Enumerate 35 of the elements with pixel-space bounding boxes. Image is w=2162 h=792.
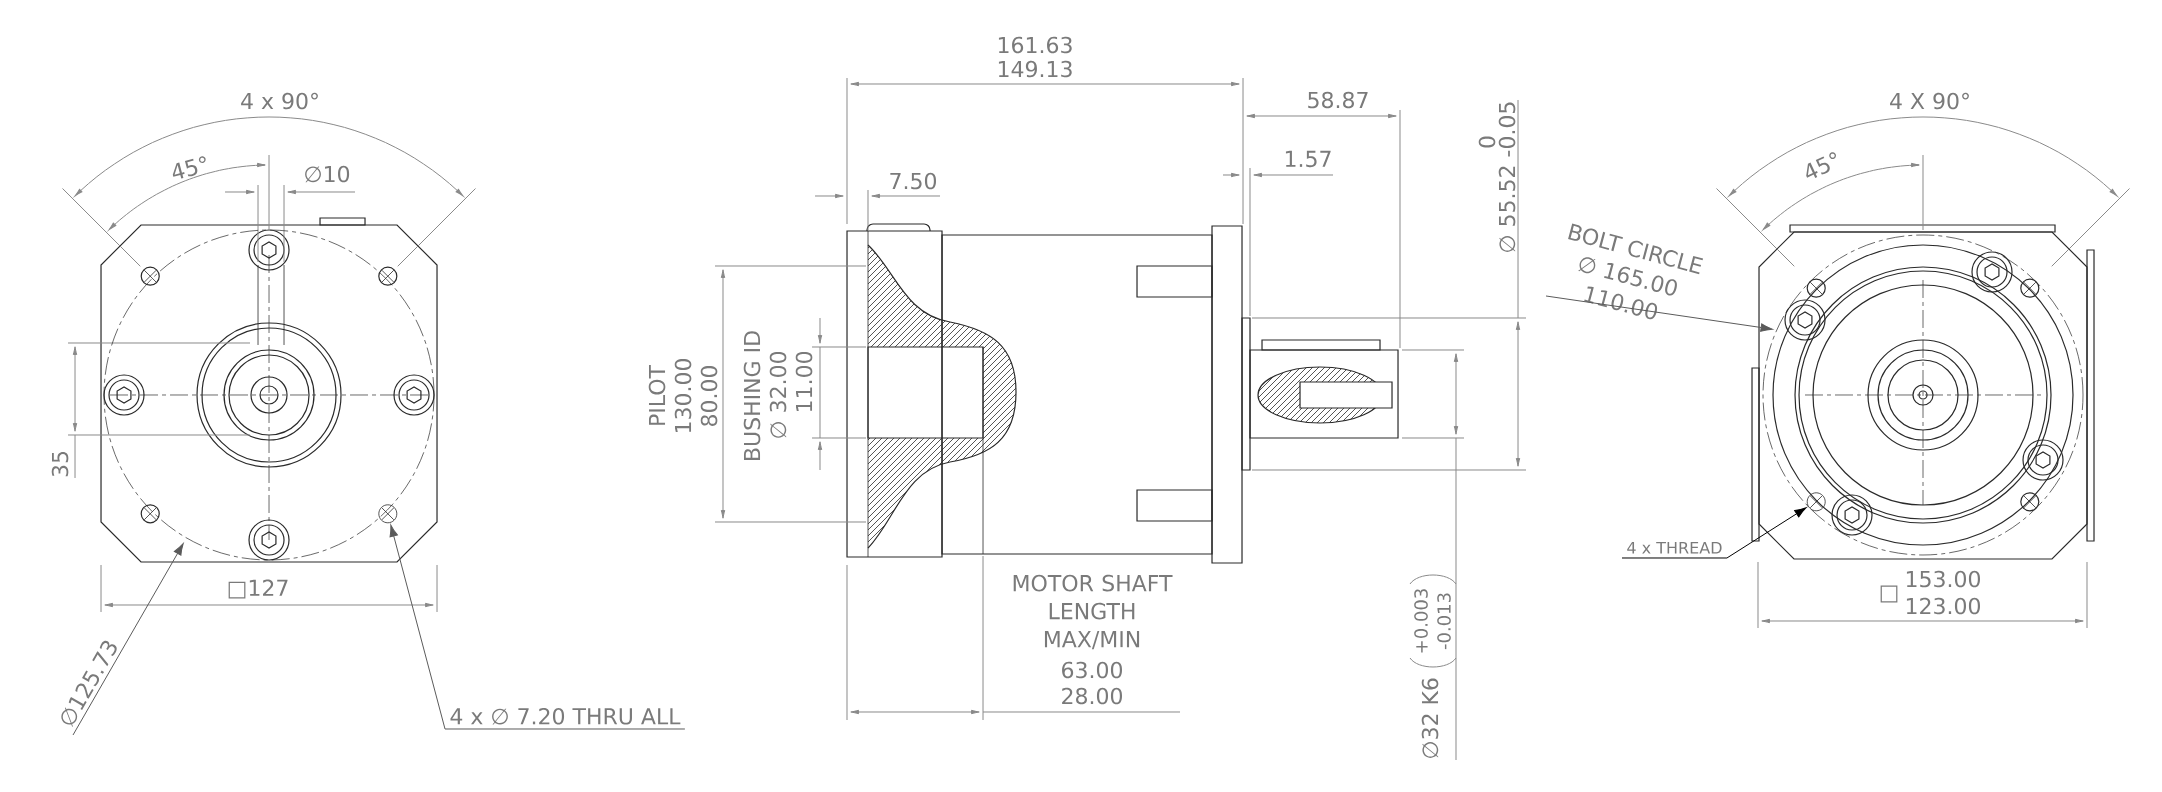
dimension-text: 63.00 <box>1062 661 1122 679</box>
callout-text: BOLT CIRCLE ∅ 165.00 110.00 <box>1568 223 1704 320</box>
dimension-text: 35 <box>51 451 69 477</box>
dimension-text: □ <box>1880 585 1898 603</box>
dimension-text: 130.00 <box>674 359 692 433</box>
dimension-text: MOTOR SHAFT LENGTH MAX/MIN <box>1013 574 1173 650</box>
dimension-text: 11.00 <box>795 351 813 411</box>
leader-line <box>1621 507 1807 559</box>
dimension-text: 45° <box>1806 152 1836 178</box>
dimension-text: PILOT <box>648 364 666 425</box>
dimension-text: 45° <box>172 156 206 179</box>
dimension-text: ∅10 <box>305 165 350 183</box>
dimension-text: +0.003 <box>1414 589 1428 653</box>
bolt-hole <box>378 504 398 524</box>
dimension-text: ∅ 32.00 <box>769 351 787 438</box>
dimension-text: 123.00 <box>1906 597 1980 615</box>
dimension-text: ∅32 K6 <box>1421 678 1439 758</box>
dimension-text: 28.00 <box>1062 687 1122 705</box>
leader-line <box>389 524 686 730</box>
dimension-text: BUSHING ID <box>743 331 761 460</box>
dimension-text: -0.013 <box>1437 593 1451 650</box>
dimension-text: 58.87 <box>1308 91 1368 109</box>
callout-text: 4 x ∅ 7.20 THRU ALL <box>450 707 681 725</box>
dimension-text: 149.13 <box>998 60 1072 78</box>
dimension-text: 4 x 90° <box>241 92 318 110</box>
leader-line <box>1545 295 1773 332</box>
callout-text: 4 x THREAD <box>1627 541 1722 554</box>
dimension-text: 161.63 <box>998 36 1072 54</box>
dimension-text: 1.57 <box>1285 150 1331 168</box>
dimension-text: 80.00 <box>700 366 718 426</box>
dimension-text: ∅ 55.52 -0.05 <box>1498 102 1516 252</box>
dimension-text: 4 X 90° <box>1890 92 1969 110</box>
leader-line <box>72 543 184 736</box>
dimension-text: 0 <box>1478 136 1496 148</box>
dimension-text: 7.50 <box>890 172 936 190</box>
